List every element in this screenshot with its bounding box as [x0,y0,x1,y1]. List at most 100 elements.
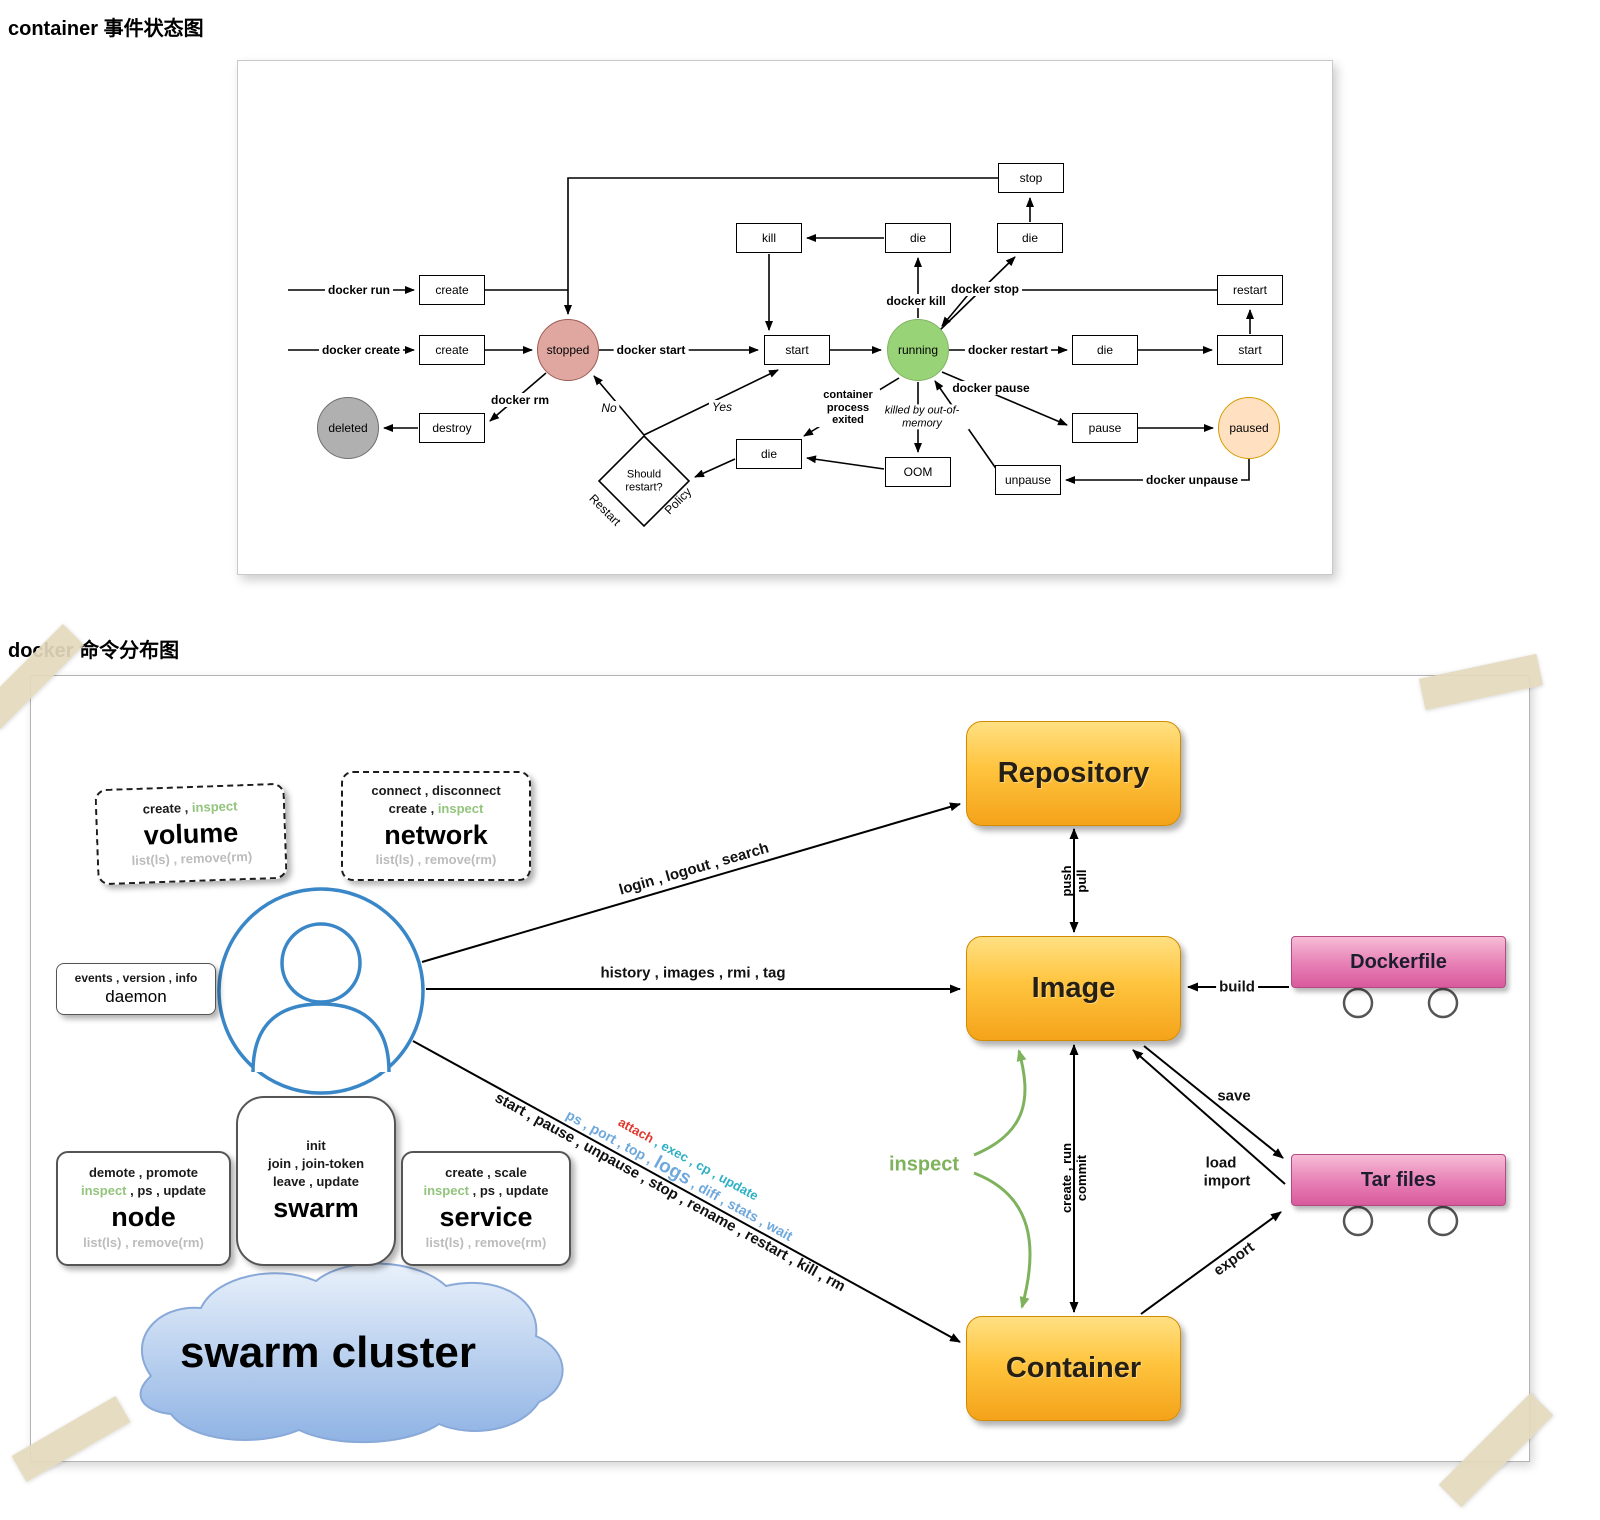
node-cmd-ps-update: , ps , update [126,1183,206,1199]
tarfiles-wheel-right [1427,1205,1459,1237]
event-pause: pause [1072,413,1138,443]
label-docker-run: docker run [324,283,394,297]
service-cmd-ps-update: , ps , update [469,1183,549,1199]
state-diagram-panel: stopped running deleted paused stop kill… [237,60,1333,575]
event-restart: restart [1217,275,1283,305]
network-cmd-create: create , [388,800,438,816]
service-command-group: create , scale inspect , ps , update ser… [401,1151,571,1266]
swarm-cluster-cloud [139,1262,564,1444]
label-commit: commit [1074,1154,1089,1202]
swarm-title: swarm [273,1192,359,1223]
arrow-inspect-container [973,1171,1032,1309]
volume-command-group: create , inspect volume list(ls) , remov… [94,782,288,886]
label-push-pull: push pull [1059,865,1089,896]
arrow-inspect-image [973,1049,1027,1157]
entity-repository: Repository [966,721,1181,826]
entity-container: Container [966,1316,1181,1421]
event-kill: kill [736,223,802,253]
event-oom: OOM [885,457,951,487]
label-docker-kill: docker kill [883,294,949,308]
swarm-cmd-join: join , join-token [267,1155,365,1171]
arrow-save [1143,1045,1284,1159]
service-cmd-inspect: inspect [423,1183,470,1199]
event-die-top: die [885,223,951,253]
arrow-docker-unpause [1065,459,1250,484]
node-command-group: demote , promote inspect , ps , update n… [56,1151,231,1266]
label-save: save [1217,1087,1251,1105]
dockerfile-wheel-right [1427,987,1459,1019]
decision-label: Should restart? [625,468,663,493]
label-docker-rm: docker rm [487,393,553,407]
arrow-export [1140,1211,1282,1315]
network-command-group: connect , disconnect create , inspect ne… [341,771,531,881]
command-diagram-graphics [139,802,1459,1444]
label-push: push [1059,865,1074,897]
state-deleted: deleted [317,397,379,459]
service-title: service [439,1202,533,1233]
node-demote-promote: demote , promote [88,1165,199,1181]
volume-list-remove: list(ls) , remove(rm) [131,849,253,869]
user-icon [217,887,425,1095]
state-diagram-connectors [288,177,1254,528]
label-build: build [1216,978,1258,996]
event-die-top2: die [997,223,1063,253]
network-list-remove: list(ls) , remove(rm) [375,852,497,868]
arrow-die-to-decision [694,458,736,478]
label-pull: pull [1074,869,1089,893]
service-subcommands: inspect , ps , update [424,1183,549,1200]
label-process-exited: container process exited [816,389,880,427]
network-cmd-inspect: inspect [437,800,484,816]
event-die-bottom: die [736,439,802,469]
arrow-oom-to-die [806,455,885,470]
label-yes: Yes [708,400,736,414]
service-list-remove: list(ls) , remove(rm) [425,1234,547,1250]
label-history-images-rmi-tag: history , images , rmi , tag [600,964,786,982]
volume-title: volume [143,817,239,851]
arrow-load-import [1132,1049,1286,1185]
entity-dockerfile: Dockerfile [1291,936,1506,988]
label-oom-note: killed by out-of-memory [875,404,969,430]
event-create-run: create [419,275,485,305]
tarfiles-wheel-left [1342,1205,1374,1237]
label-create-run-commit: create , run commit [1059,1143,1089,1213]
node-list-remove: list(ls) , remove(rm) [83,1234,204,1250]
label-inspect: inspect [888,1153,960,1176]
daemon-command-group: events , version , info daemon [56,963,216,1015]
label-import: import [1203,1172,1251,1190]
swarm-cluster-label: swarm cluster [180,1328,476,1377]
state-running: running [887,319,949,381]
event-start: start [764,335,830,365]
volume-cmd-inspect: inspect [191,798,238,815]
volume-subcommands: create , inspect [142,798,237,818]
label-docker-pause: docker pause [949,381,1033,395]
service-create-scale: create , scale [445,1165,527,1181]
state-paused: paused [1218,397,1280,459]
network-subcommands: create , inspect [389,801,484,818]
label-create-run: create , run [1059,1142,1074,1214]
state-diagram-title: container 事件状态图 [8,18,204,40]
event-create: create [419,335,485,365]
node-title: node [111,1202,176,1233]
daemon-title: daemon [105,987,167,1007]
entity-tar-files: Tar files [1291,1154,1506,1206]
entity-image: Image [966,936,1181,1041]
decision-diamond [597,434,691,528]
label-load: load [1205,1154,1237,1172]
volume-cmd-create: create , [142,799,193,817]
event-stop: stop [998,163,1064,193]
event-die-right: die [1072,335,1138,365]
state-stopped: stopped [537,319,599,381]
command-diagram-panel: Repository Image Container Dockerfile Ta… [0,623,1554,1508]
swarm-cmd-leave-update: leave , update [273,1173,359,1189]
event-start-right: start [1217,335,1283,365]
swarm-cmd-init: init [306,1137,326,1153]
label-docker-stop: docker stop [947,282,1023,296]
daemon-subcommands: events , version , info [74,970,198,985]
node-cmd-inspect: inspect [81,1183,127,1199]
network-title: network [384,819,488,850]
label-docker-start: docker start [613,343,689,357]
label-docker-create: docker create [318,343,404,357]
swarm-command-group: init join , join-token leave , update sw… [236,1096,396,1266]
network-connect-disconnect: connect , disconnect [371,782,501,798]
arrow-docker-pause [941,371,1068,426]
